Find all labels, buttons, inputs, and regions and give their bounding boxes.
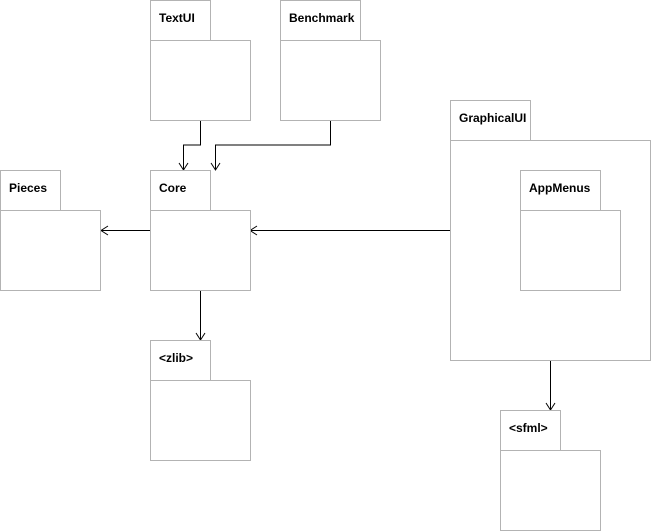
arrow-textui-core	[183, 120, 201, 170]
arrowhead-benchmark-core	[210, 162, 221, 171]
package-benchmark-label: Benchmark	[280, 0, 361, 41]
package-textui-body	[150, 40, 251, 121]
package-core-label: Core	[150, 170, 211, 211]
arrowhead-core-pieces	[100, 225, 109, 236]
package-graphicalui-label: GraphicalUI	[450, 100, 531, 141]
package-sfml-label: <sfml>	[500, 410, 561, 451]
package-sfml-body	[500, 450, 601, 531]
package-textui-label: TextUI	[150, 0, 211, 41]
package-appmenus-body	[520, 210, 621, 291]
package-zlib-label: <zlib>	[150, 340, 211, 381]
package-zlib-body	[150, 380, 251, 461]
arrow-benchmark-core	[215, 120, 331, 170]
package-core-body	[150, 210, 251, 291]
package-pieces-body	[0, 210, 101, 291]
package-appmenus-label: AppMenus	[520, 170, 601, 211]
package-pieces-label: Pieces	[0, 170, 61, 211]
package-benchmark-body	[280, 40, 381, 121]
